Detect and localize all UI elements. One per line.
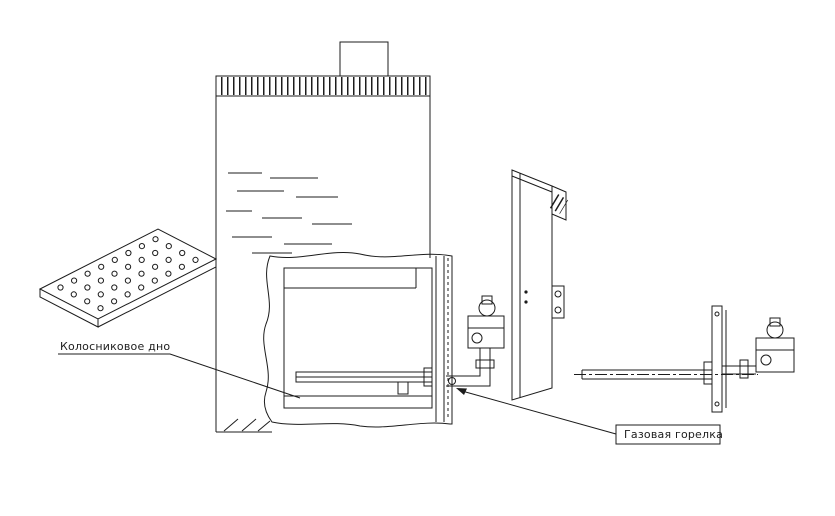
stone-dashes	[226, 172, 352, 254]
burner-mount-plate	[711, 305, 723, 413]
door-panel	[511, 169, 569, 401]
door-top-bracket	[551, 185, 567, 221]
grate-plate	[38, 228, 218, 328]
gas-valve-detail	[755, 337, 795, 373]
grate-leader-line	[58, 353, 301, 399]
burner-detail-view	[574, 305, 795, 413]
chimney	[339, 41, 389, 77]
gas-valve-installed	[446, 295, 505, 387]
valve-knob	[478, 299, 496, 317]
leader-arrowhead	[456, 388, 467, 395]
grate-bottom-callout: Колосниковое дно	[58, 340, 301, 399]
door-latch	[551, 285, 565, 319]
valve-knob-detail	[766, 321, 784, 339]
cutaway-outline	[263, 251, 453, 428]
gas-burner-callout: Газовая горелка	[456, 388, 723, 445]
firebox	[283, 267, 433, 409]
gas-burner-label: Газовая горелка	[624, 428, 723, 441]
grate-bottom-label: Колосниковое дно	[60, 340, 170, 353]
gas-pipe	[446, 348, 491, 387]
furnace-front-wall	[435, 256, 453, 422]
furnace-top-band	[215, 75, 431, 97]
burner-leader-line	[461, 390, 617, 435]
